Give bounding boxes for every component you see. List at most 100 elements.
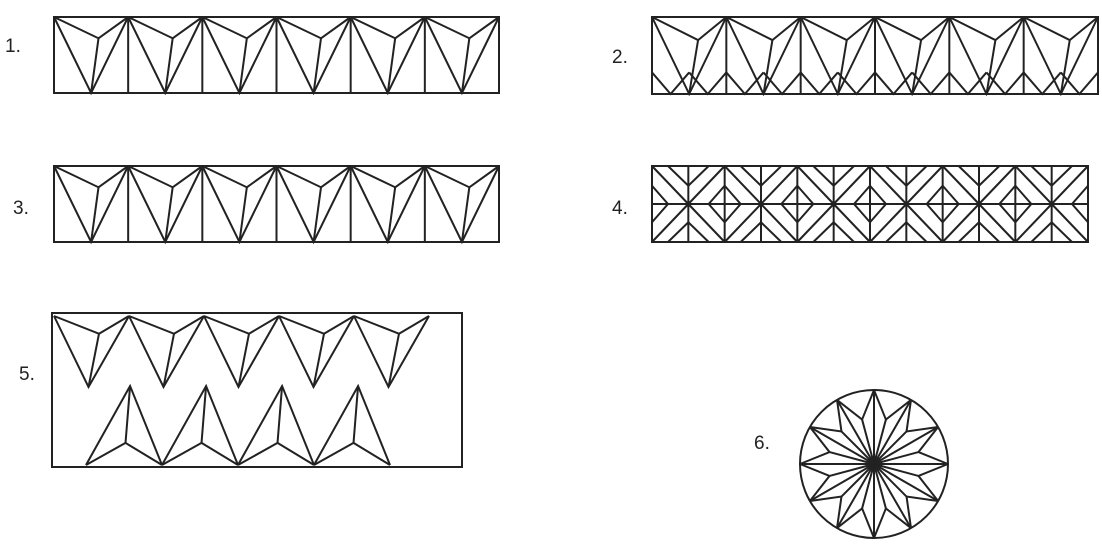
fold-edge bbox=[98, 315, 130, 335]
fold-edge bbox=[353, 442, 391, 466]
rosette-spoke bbox=[809, 463, 875, 502]
star-point bbox=[852, 185, 871, 223]
fold-line bbox=[651, 16, 700, 95]
rosette-inner-spoke bbox=[873, 451, 919, 465]
rosette-spoke bbox=[873, 399, 912, 465]
star-point bbox=[1070, 185, 1089, 223]
rosette-petal bbox=[916, 426, 949, 465]
triangle-outline bbox=[725, 16, 802, 97]
lower-zigzag bbox=[837, 71, 876, 96]
lower-zigzag bbox=[1060, 71, 1099, 96]
lower-zigzag bbox=[725, 71, 765, 96]
rosette-spoke bbox=[873, 426, 939, 465]
rosette-inner-spoke bbox=[873, 419, 887, 465]
star-point bbox=[812, 220, 855, 243]
rosette-petal bbox=[836, 389, 875, 422]
fold-line bbox=[278, 315, 326, 388]
star-point bbox=[739, 220, 783, 243]
fold-edge bbox=[1069, 16, 1099, 41]
fold-edge bbox=[277, 442, 315, 466]
star-point bbox=[957, 165, 1001, 188]
panel-4-star-pattern bbox=[651, 165, 1089, 243]
fold-edge bbox=[994, 16, 1025, 41]
triangle-outline bbox=[948, 16, 1025, 97]
label-1: 1. bbox=[5, 36, 21, 57]
triangle-outline bbox=[53, 165, 130, 245]
triangle-outline bbox=[799, 16, 876, 97]
star-point bbox=[998, 185, 1017, 223]
label-2: 2. bbox=[612, 47, 628, 68]
label-4: 4. bbox=[612, 198, 628, 219]
fold-line bbox=[800, 16, 848, 95]
fold-edge bbox=[97, 16, 129, 40]
fold-edge bbox=[172, 165, 203, 189]
star-point bbox=[667, 220, 710, 243]
lower-zigzag bbox=[651, 71, 690, 96]
rosette-inner-spoke bbox=[873, 463, 919, 477]
rosette-petal bbox=[916, 463, 949, 502]
triangle-outline bbox=[1022, 16, 1099, 97]
rosette-inner-spoke bbox=[873, 430, 908, 465]
panel-5-triangle-pattern bbox=[53, 315, 430, 466]
star-point bbox=[667, 165, 710, 188]
star-point bbox=[651, 185, 670, 223]
fold-line bbox=[353, 315, 401, 388]
fold-line bbox=[1023, 16, 1071, 95]
fold-line bbox=[128, 315, 176, 388]
fold-edge bbox=[320, 165, 352, 189]
fold-edge bbox=[398, 315, 430, 335]
fold-line bbox=[203, 315, 251, 388]
star-point bbox=[957, 220, 1001, 243]
rosette-spoke bbox=[836, 463, 875, 529]
rosette-spoke bbox=[873, 463, 912, 529]
up-triangle-outline bbox=[237, 383, 315, 466]
triangle-outline bbox=[423, 16, 500, 96]
fold-edge bbox=[246, 16, 278, 40]
rosette-inner-spoke bbox=[840, 463, 875, 498]
triangle-outline bbox=[53, 16, 130, 96]
label-6: 6. bbox=[754, 433, 770, 454]
rosette-inner-spoke bbox=[829, 463, 875, 477]
rosette-petal bbox=[799, 463, 832, 502]
fold-line bbox=[874, 16, 923, 95]
triangle-outline bbox=[127, 165, 204, 245]
rosette-spoke bbox=[836, 399, 875, 465]
lower-zigzag bbox=[911, 71, 951, 96]
lower-zigzag bbox=[1022, 71, 1062, 96]
panel-2-triangle-pattern bbox=[651, 16, 1099, 97]
lower-zigzag bbox=[985, 71, 1025, 96]
rosette-petal bbox=[905, 495, 939, 529]
fold-line bbox=[725, 16, 774, 95]
fold-edge bbox=[97, 165, 129, 189]
fold-edge bbox=[394, 16, 426, 40]
star-point bbox=[739, 165, 783, 188]
star-point bbox=[869, 185, 888, 223]
star-point bbox=[780, 185, 799, 223]
label-5: 5. bbox=[19, 364, 35, 385]
fold-edge bbox=[468, 165, 500, 189]
star-point bbox=[812, 165, 855, 188]
fold-line bbox=[948, 16, 997, 95]
fold-edge bbox=[246, 165, 278, 189]
up-triangle-outline bbox=[161, 383, 239, 466]
star-point bbox=[796, 185, 815, 223]
rosette-petal bbox=[809, 399, 843, 433]
fold-edge bbox=[846, 16, 876, 41]
label-3: 3. bbox=[13, 198, 29, 219]
rosette-petal bbox=[836, 506, 875, 539]
up-triangle-outline bbox=[313, 383, 391, 466]
fold-edge bbox=[323, 315, 355, 335]
rosette-inner-spoke bbox=[861, 463, 875, 509]
triangle-outline bbox=[874, 16, 951, 97]
lower-zigzag bbox=[688, 71, 728, 96]
lower-zigzag bbox=[874, 71, 913, 96]
star-point bbox=[1014, 185, 1033, 223]
rosette-petal bbox=[873, 389, 912, 422]
fold-edge bbox=[920, 16, 950, 41]
fold-line bbox=[53, 315, 101, 388]
triangle-outline bbox=[349, 165, 426, 245]
star-point bbox=[885, 220, 928, 243]
triangle-outline bbox=[651, 16, 728, 97]
triangle-outline bbox=[423, 165, 500, 245]
